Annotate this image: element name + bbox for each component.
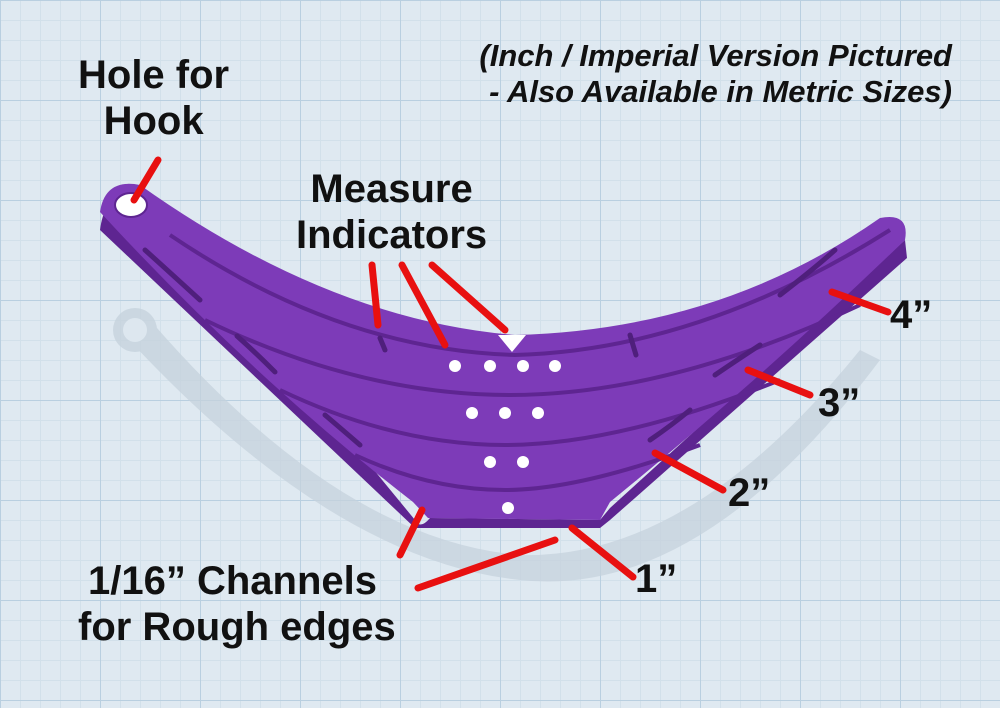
- label-3-inch: 3”: [818, 381, 861, 425]
- channels: [142, 247, 838, 448]
- leader-channel-1: [396, 506, 426, 559]
- leader-1in: [568, 524, 637, 581]
- measure-line-1: Measure: [310, 167, 473, 211]
- top-notch: [498, 335, 526, 352]
- shadow-hole: [123, 318, 147, 342]
- label-2-inch: 2”: [728, 471, 771, 515]
- label-measure-indicators: Measure Indicators: [296, 166, 487, 258]
- label-hole-for-hook: Hole for Hook: [78, 52, 229, 144]
- hook-hole: [114, 192, 148, 218]
- note-line-2: - Also Available in Metric Sizes): [489, 74, 952, 109]
- leader-hole: [130, 156, 162, 204]
- channels-line-1: 1/16” Channels: [88, 559, 378, 603]
- groove-1: [354, 443, 701, 493]
- leader-lines: [130, 156, 892, 592]
- leader-channel-2: [414, 536, 559, 592]
- leader-2in: [651, 449, 727, 494]
- channels-line-2: for Rough edges: [78, 605, 396, 649]
- measure-line-2: Indicators: [296, 213, 488, 257]
- label-channels: 1/16” Channels for Rough edges: [78, 558, 396, 650]
- indicator-holes: [449, 360, 561, 514]
- leader-3in: [744, 366, 814, 399]
- leader-measure-3: [428, 261, 509, 334]
- leader-4in: [828, 288, 892, 316]
- note-line-1: (Inch / Imperial Version Pictured: [479, 38, 952, 73]
- groove-4: [168, 228, 892, 358]
- leader-measure-1: [368, 261, 382, 329]
- label-4-inch: 4”: [890, 293, 933, 337]
- label-1-inch: 1”: [635, 557, 678, 601]
- hole-line-2: Hook: [103, 99, 204, 143]
- hole-line-1: Hole for: [78, 53, 230, 97]
- leader-measure-2: [398, 261, 449, 349]
- metric-note: (Inch / Imperial Version Pictured - Also…: [479, 38, 952, 110]
